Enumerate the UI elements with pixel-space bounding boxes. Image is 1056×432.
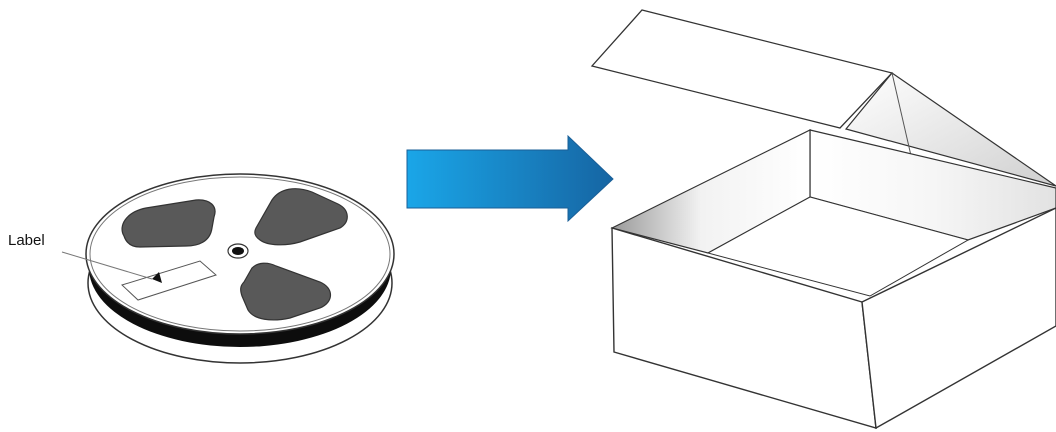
- box-flap-fold-line: [891, 72, 913, 161]
- reel-label-text: Label: [8, 232, 45, 249]
- box-lid-flap: [590, 9, 894, 129]
- box-floor: [706, 196, 970, 297]
- reel-window-right: [254, 188, 348, 246]
- reel-label-area: [121, 260, 217, 301]
- tape-reel-icon: [61, 173, 395, 364]
- reel-hub-hole: [232, 247, 244, 255]
- reel-window-bottom: [240, 262, 332, 321]
- reel-window-left: [121, 199, 216, 248]
- arrow-right-icon: [406, 134, 614, 223]
- open-box-icon: [590, 9, 1056, 430]
- label-pointer-line: [61, 251, 153, 280]
- label-pointer-arrowhead: [152, 272, 162, 283]
- reel-flange-inner-edge: [89, 176, 391, 332]
- box-side-face: [861, 207, 1056, 430]
